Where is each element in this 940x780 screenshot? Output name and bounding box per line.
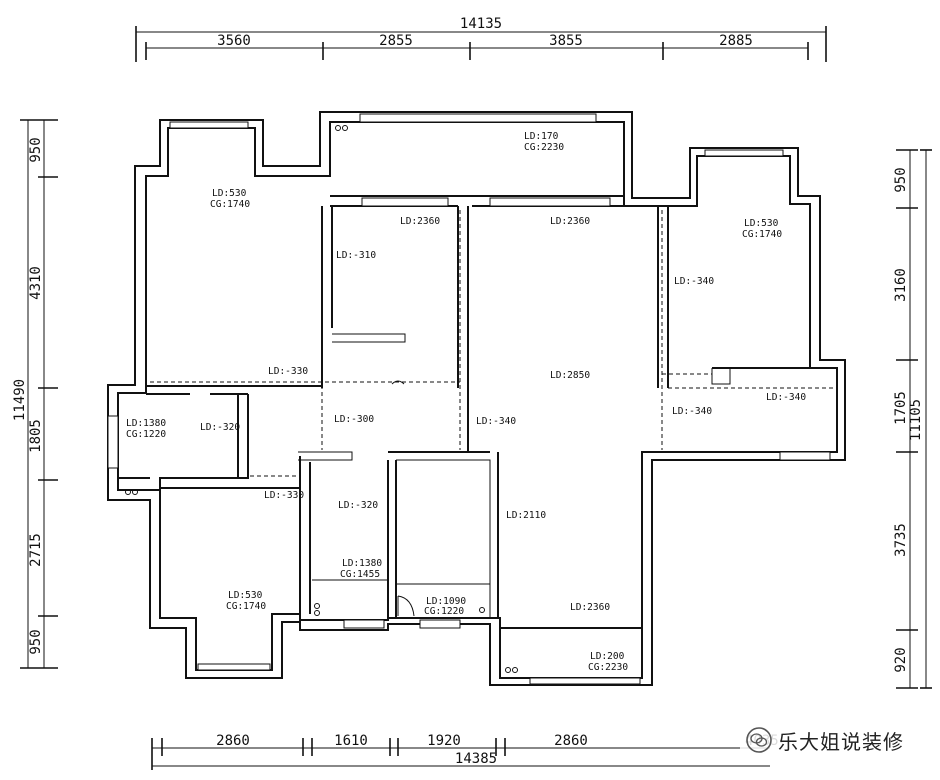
window-sw [197, 663, 271, 671]
right-dimensions: 950 3160 1705 3735 920 11105 [893, 149, 932, 689]
label-kitchen-side-ld: LD:2110 [506, 510, 546, 521]
label-west-cg: CG:1220 [126, 429, 166, 440]
dashed-openings [150, 210, 836, 477]
label-bath-ld2: LD:1380 [342, 558, 382, 569]
room-labels: LD:170 CG:2230 LD:530 CG:1740 LD:2360 LD… [126, 131, 806, 673]
label-balcony-s-cg: CG:2230 [588, 662, 628, 673]
label-bed-sw-ld: LD:530 [228, 590, 263, 601]
window-east [779, 451, 831, 461]
label-kitchen-cg: CG:1220 [424, 606, 464, 617]
label-bed-ne-ld: LD:530 [744, 218, 779, 229]
window-living-top [361, 197, 449, 207]
label-west-ld: LD:1380 [126, 418, 166, 429]
top-dim-3: 3855 [549, 33, 583, 49]
right-dim-3: 1705 [893, 391, 909, 425]
left-dim-1: 950 [28, 137, 44, 162]
right-dim-4: 3735 [893, 523, 909, 557]
bottom-dimensions: 2860 1610 1920 2860 4035 14385 [151, 733, 779, 770]
label-east-hall-ld-b: LD:-340 [672, 406, 712, 417]
label-kitchen-ld: LD:1090 [426, 596, 466, 607]
window-bath [343, 619, 385, 629]
window-west [107, 415, 119, 469]
top-dimensions: 14135 3560 2855 3855 2885 [135, 16, 827, 62]
bottom-dim-3: 1920 [427, 733, 461, 749]
bottom-total-dim: 14385 [455, 751, 497, 767]
bottom-dim-1: 2860 [216, 733, 250, 749]
label-hall-ld-b: LD:-340 [476, 416, 516, 427]
right-total-dim: 11105 [908, 399, 924, 441]
left-dimensions: 11490 950 4310 1805 2715 950 [12, 119, 58, 669]
windows [107, 113, 831, 685]
left-total-dim: 11490 [12, 379, 28, 421]
right-dim-1: 950 [893, 167, 909, 192]
label-top-balcony-cg: CG:2230 [524, 142, 564, 153]
left-dim-5: 950 [28, 629, 44, 654]
right-dim-2: 3160 [893, 268, 909, 302]
window-south-balcony [529, 677, 641, 685]
bottom-dim-4: 2860 [554, 733, 588, 749]
label-room-mid-ld: LD:-310 [336, 250, 376, 261]
label-bath-ld: LD:-320 [338, 500, 378, 511]
top-dim-2: 2855 [379, 33, 413, 49]
label-hall-ld-a: LD:-300 [334, 414, 374, 425]
label-corridor-ld: LD:2360 [400, 216, 440, 227]
wechat-logo-icon [746, 727, 772, 753]
interior-walls [118, 195, 810, 629]
label-top-balcony-ld: LD:170 [524, 131, 559, 142]
label-bed-nw-cg: CG:1740 [210, 199, 250, 210]
watermark: 乐大姐说装修 [740, 724, 910, 756]
label-east-hall-ld-a: LD:-340 [766, 392, 806, 403]
window-ne [704, 149, 784, 157]
right-dim-5: 920 [893, 647, 909, 672]
bottom-dim-2: 1610 [334, 733, 368, 749]
watermark-text: 乐大姐说装修 [778, 729, 904, 754]
label-bed-sw-cg: CG:1740 [226, 601, 266, 612]
label-bed-nw-ld: LD:530 [212, 188, 247, 199]
top-dim-4: 2885 [719, 33, 753, 49]
label-balcony-s-ld: LD:200 [590, 651, 625, 662]
window-living-top2 [489, 197, 611, 207]
label-bed-ne-cg: CG:1740 [742, 229, 782, 240]
window-kitchen [419, 619, 461, 629]
label-bath-cg2: CG:1455 [340, 569, 380, 580]
fixtures [125, 125, 518, 673]
label-bed-ne-side-ld: LD:-340 [674, 276, 714, 287]
label-living-ld-top: LD:2360 [550, 216, 590, 227]
left-dim-4: 2715 [28, 533, 44, 567]
left-dim-2: 4310 [28, 266, 44, 300]
label-living-ld: LD:2850 [550, 370, 590, 381]
top-total-dim: 14135 [460, 16, 502, 32]
window-nw [169, 121, 249, 129]
label-west-ld2: LD:-320 [200, 422, 240, 433]
outer-walls [107, 111, 846, 686]
label-living-bottom-ld: LD:2360 [570, 602, 610, 613]
left-dim-3: 1805 [28, 419, 44, 453]
label-bed-sw-top-ld: LD:-330 [264, 490, 304, 501]
top-dim-1: 3560 [217, 33, 251, 49]
label-bed-nw-bottom-ld: LD:-330 [268, 366, 308, 377]
window-top [359, 113, 597, 123]
